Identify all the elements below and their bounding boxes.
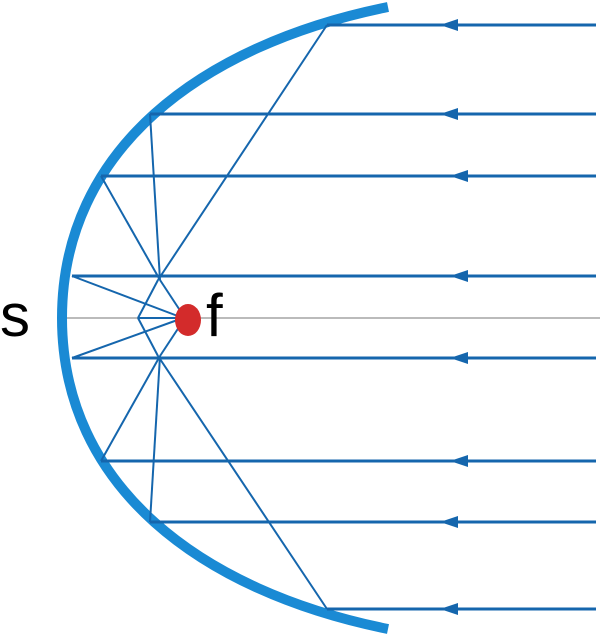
converging-ray: [137, 279, 159, 319]
incident-ray: [149, 355, 596, 528]
incident-ray: [71, 270, 596, 319]
arrow-left-icon: [440, 603, 458, 615]
ray-set: [71, 19, 596, 615]
vertex-label: s: [0, 282, 30, 349]
focus-label: f: [206, 282, 223, 349]
arrow-left-icon: [450, 270, 468, 282]
incident-ray: [100, 355, 596, 467]
arrow-left-icon: [450, 455, 468, 467]
incident-ray: [157, 19, 596, 281]
arrow-left-icon: [440, 108, 458, 120]
arrow-left-icon: [440, 19, 458, 31]
arrow-left-icon: [450, 352, 468, 364]
parabolic-mirror: [56, 2, 389, 634]
arrow-left-icon: [450, 170, 468, 182]
incident-ray: [100, 170, 596, 281]
focal-region: [137, 279, 201, 357]
arrow-left-icon: [440, 516, 458, 528]
focus-dot-icon: [175, 304, 201, 336]
converging-ray: [137, 317, 159, 357]
incident-ray: [157, 355, 596, 615]
incident-ray: [149, 108, 596, 281]
